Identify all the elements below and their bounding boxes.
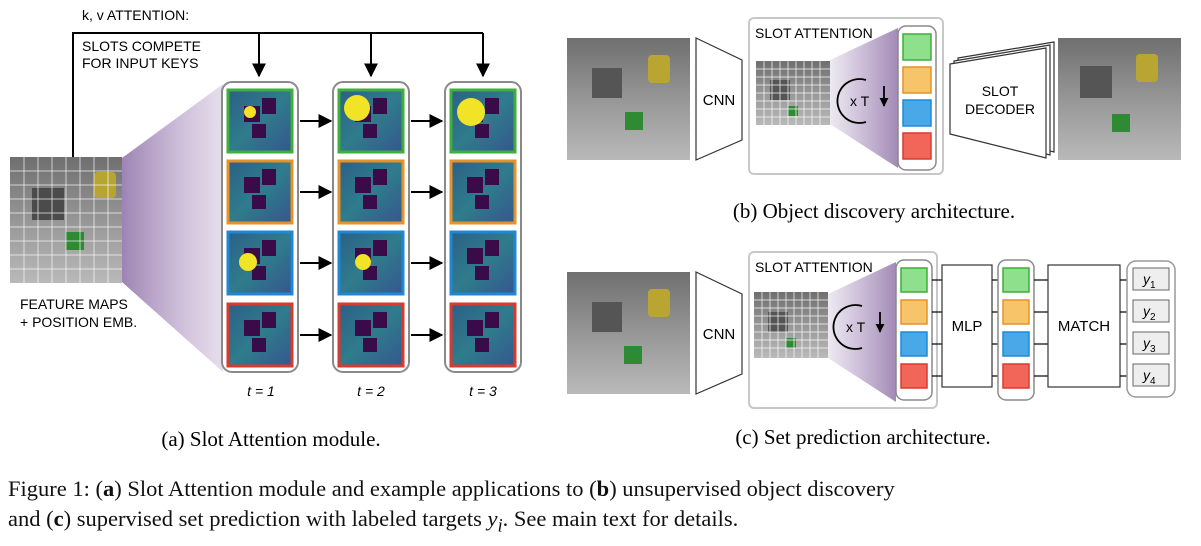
target-box (1132, 363, 1170, 387)
time-label-1: t = 1 (247, 383, 275, 399)
connectors-slots-to-mlp (932, 279, 942, 377)
slot-cell (902, 66, 932, 94)
slot-cell (902, 132, 932, 160)
attention-map (449, 159, 517, 225)
mlp-box (941, 264, 993, 388)
feature-label-line1: FEATURE MAPS (20, 296, 128, 312)
caption-text: ) supervised set prediction with labeled… (63, 506, 488, 531)
match-label: MATCH (1058, 318, 1110, 335)
slot-cell (1002, 363, 1030, 389)
panel-b: CNN SLOT ATTENTION x T (567, 17, 1181, 223)
slot-stack-c-input (895, 259, 933, 401)
slot-cell (900, 363, 928, 389)
slot-cell (902, 99, 932, 127)
time-label-2: t = 2 (357, 383, 385, 399)
cnn-encoder-c (695, 271, 743, 395)
slot-column-3 (444, 81, 522, 373)
input-image-c (567, 272, 690, 394)
slot-cell (1002, 299, 1030, 325)
attention-bracket (72, 32, 490, 157)
caption-text: . See main text for details. (502, 506, 739, 531)
slot-cell (902, 33, 932, 61)
attention-map (449, 230, 517, 296)
caption-text: ) Slot Attention module and example appl… (114, 476, 597, 501)
figure-caption: Figure 1: (a) Slot Attention module and … (8, 474, 1198, 542)
attention-map (226, 88, 294, 154)
panel-c: CNN SLOT ATTENTION x T (567, 251, 1176, 449)
compete-label-line2: FOR INPUT KEYS (82, 55, 198, 71)
attention-map (337, 230, 405, 296)
cnn-label-c: CNN (703, 326, 736, 343)
caption-c: (c) Set prediction architecture. (735, 425, 990, 449)
slot-decoder (949, 41, 1055, 159)
target-box (1132, 267, 1170, 291)
slot-attention-title-c: SLOT ATTENTION (755, 259, 873, 275)
mini-feature-grid-b (756, 61, 830, 125)
attention-map (226, 230, 294, 296)
cnn-label-b: CNN (703, 92, 736, 109)
iteration-loop-icon-c (832, 304, 885, 350)
attention-label: k, v ATTENTION: (82, 7, 189, 23)
targets-container (1126, 260, 1176, 398)
connectors-mlp-to-slots (992, 279, 998, 377)
caption-ref-b: b (596, 476, 610, 501)
slot-column-2 (332, 81, 410, 373)
slot-cell (1002, 331, 1030, 357)
time-label-3: t = 3 (469, 383, 497, 399)
compete-label-line1: SLOTS COMPETE (82, 38, 201, 54)
connectors-match-to-targets (1120, 279, 1127, 377)
caption-ref-a: a (103, 476, 115, 501)
decoder-label-line2: DECODER (965, 101, 1035, 117)
figure-caption-line1: Figure 1: (a) Slot Attention module and … (8, 474, 1198, 504)
attention-fan-b (830, 28, 898, 168)
panel-a: k, v ATTENTION: SLOTS COMPETE FOR INPUT … (10, 7, 522, 451)
figure-canvas: k, v ATTENTION: SLOTS COMPETE FOR INPUT … (10, 7, 1181, 451)
caption-var-y: y (487, 506, 498, 531)
slot-cell (900, 267, 928, 293)
attention-map (337, 302, 405, 368)
attention-map (337, 159, 405, 225)
slot-cell (900, 331, 928, 357)
attention-fan-a (122, 84, 223, 372)
attention-map (337, 88, 405, 154)
caption-text: ) unsupervised object discovery (609, 476, 895, 501)
caption-a: (a) Slot Attention module. (161, 427, 380, 451)
decoder-label-line1: SLOT (982, 83, 1019, 99)
feature-map-image (10, 157, 122, 283)
match-box (1047, 264, 1121, 388)
caption-b: (b) Object discovery architecture. (733, 199, 1015, 223)
target-box (1132, 331, 1170, 355)
attention-map (226, 302, 294, 368)
cnn-encoder-b (695, 37, 743, 161)
caption-var-i: i (497, 515, 503, 537)
caption-ref-c: c (53, 506, 64, 531)
caption-text: Figure 1: ( (8, 476, 103, 501)
iteration-loop-icon-b (836, 78, 889, 124)
attention-fan-c (828, 262, 896, 402)
figure-caption-line2: and (c) supervised set prediction with l… (8, 504, 1198, 542)
feature-label-line2: + POSITION EMB. (20, 314, 137, 330)
slot-iteration-columns (221, 81, 522, 373)
mlp-label: MLP (952, 318, 983, 335)
slot-column-1 (221, 81, 299, 373)
target-box (1132, 299, 1170, 323)
attention-map (449, 302, 517, 368)
slot-stack-c-output (997, 259, 1035, 401)
input-image-b (567, 38, 690, 160)
slot-cell (900, 299, 928, 325)
attention-map (226, 159, 294, 225)
iter-label-c: x T (846, 319, 866, 335)
attention-map (449, 88, 517, 154)
reconstruction-image-b (1058, 38, 1181, 160)
caption-text: and ( (8, 506, 54, 531)
connectors-slots-to-match (1034, 279, 1048, 377)
mini-feature-grid-c (754, 292, 828, 358)
slot-cell (1002, 267, 1030, 293)
iter-label-b: x T (850, 93, 870, 109)
slot-stack-b (897, 25, 937, 171)
slot-attention-title-b: SLOT ATTENTION (755, 25, 873, 41)
